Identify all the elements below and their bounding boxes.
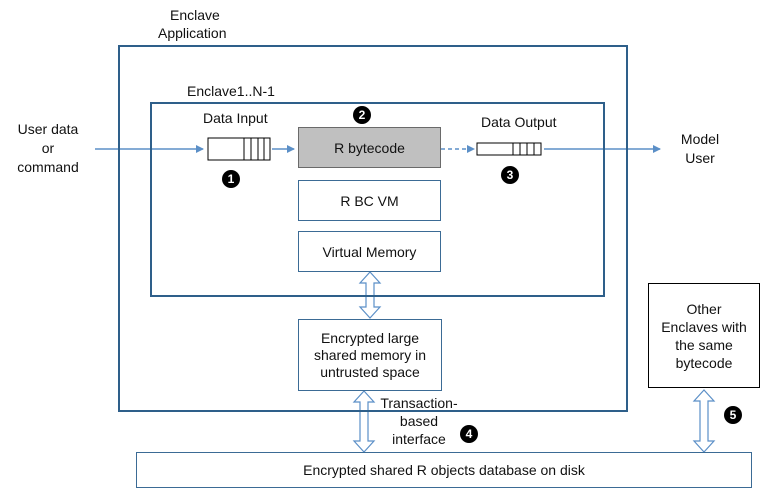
user-data-label-line3: command [17, 159, 79, 175]
model-user-label-line1: Model [680, 131, 720, 147]
encrypted-shared-memory-label: Encrypted large shared memory in untrust… [313, 329, 427, 380]
enclave-inner-frame [150, 102, 605, 297]
step-1-badge: 1 [222, 170, 240, 188]
other-enclaves-box: Other Enclaves with the same bytecode [648, 283, 760, 388]
step-5-badge: 5 [724, 406, 742, 424]
enclave-application-label-line2: Application [158, 25, 227, 41]
transaction-label-line3: interface [392, 431, 446, 447]
database-box: Encrypted shared R objects database on d… [136, 452, 752, 488]
user-data-label-line2: or [41, 140, 55, 156]
r-bytecode-box: R bytecode [298, 127, 441, 168]
input-queue-icon [207, 137, 271, 161]
virtual-memory-label: Virtual Memory [322, 243, 417, 260]
step-4-badge: 4 [460, 425, 478, 443]
encrypted-shared-memory-box: Encrypted large shared memory in untrust… [298, 319, 442, 391]
data-output-label: Data Output [481, 114, 557, 130]
step-2-badge: 2 [353, 106, 371, 124]
other-enclaves-database-double-arrow [692, 389, 716, 453]
enclave-application-label-line1: Enclave [170, 7, 220, 23]
r-bc-vm-label: R BC VM [340, 192, 399, 209]
step-3-badge: 3 [501, 166, 519, 184]
r-bytecode-label: R bytecode [334, 139, 405, 156]
enclave-inner-label: Enclave1..N-1 [187, 83, 275, 99]
database-label: Encrypted shared R objects database on d… [303, 462, 585, 478]
other-enclaves-label: Other Enclaves with the same bytecode [661, 300, 747, 371]
transaction-label-line2: based [399, 413, 439, 429]
output-queue-icon [476, 142, 542, 156]
model-user-label-line2: User [685, 150, 715, 166]
virtual-memory-box: Virtual Memory [298, 231, 441, 272]
user-data-label-line1: User data [17, 121, 79, 137]
data-input-label: Data Input [203, 110, 268, 126]
transaction-label-line1: Transaction- [380, 395, 458, 411]
r-bc-vm-box: R BC VM [298, 180, 441, 221]
enclave-application-frame [118, 45, 628, 412]
